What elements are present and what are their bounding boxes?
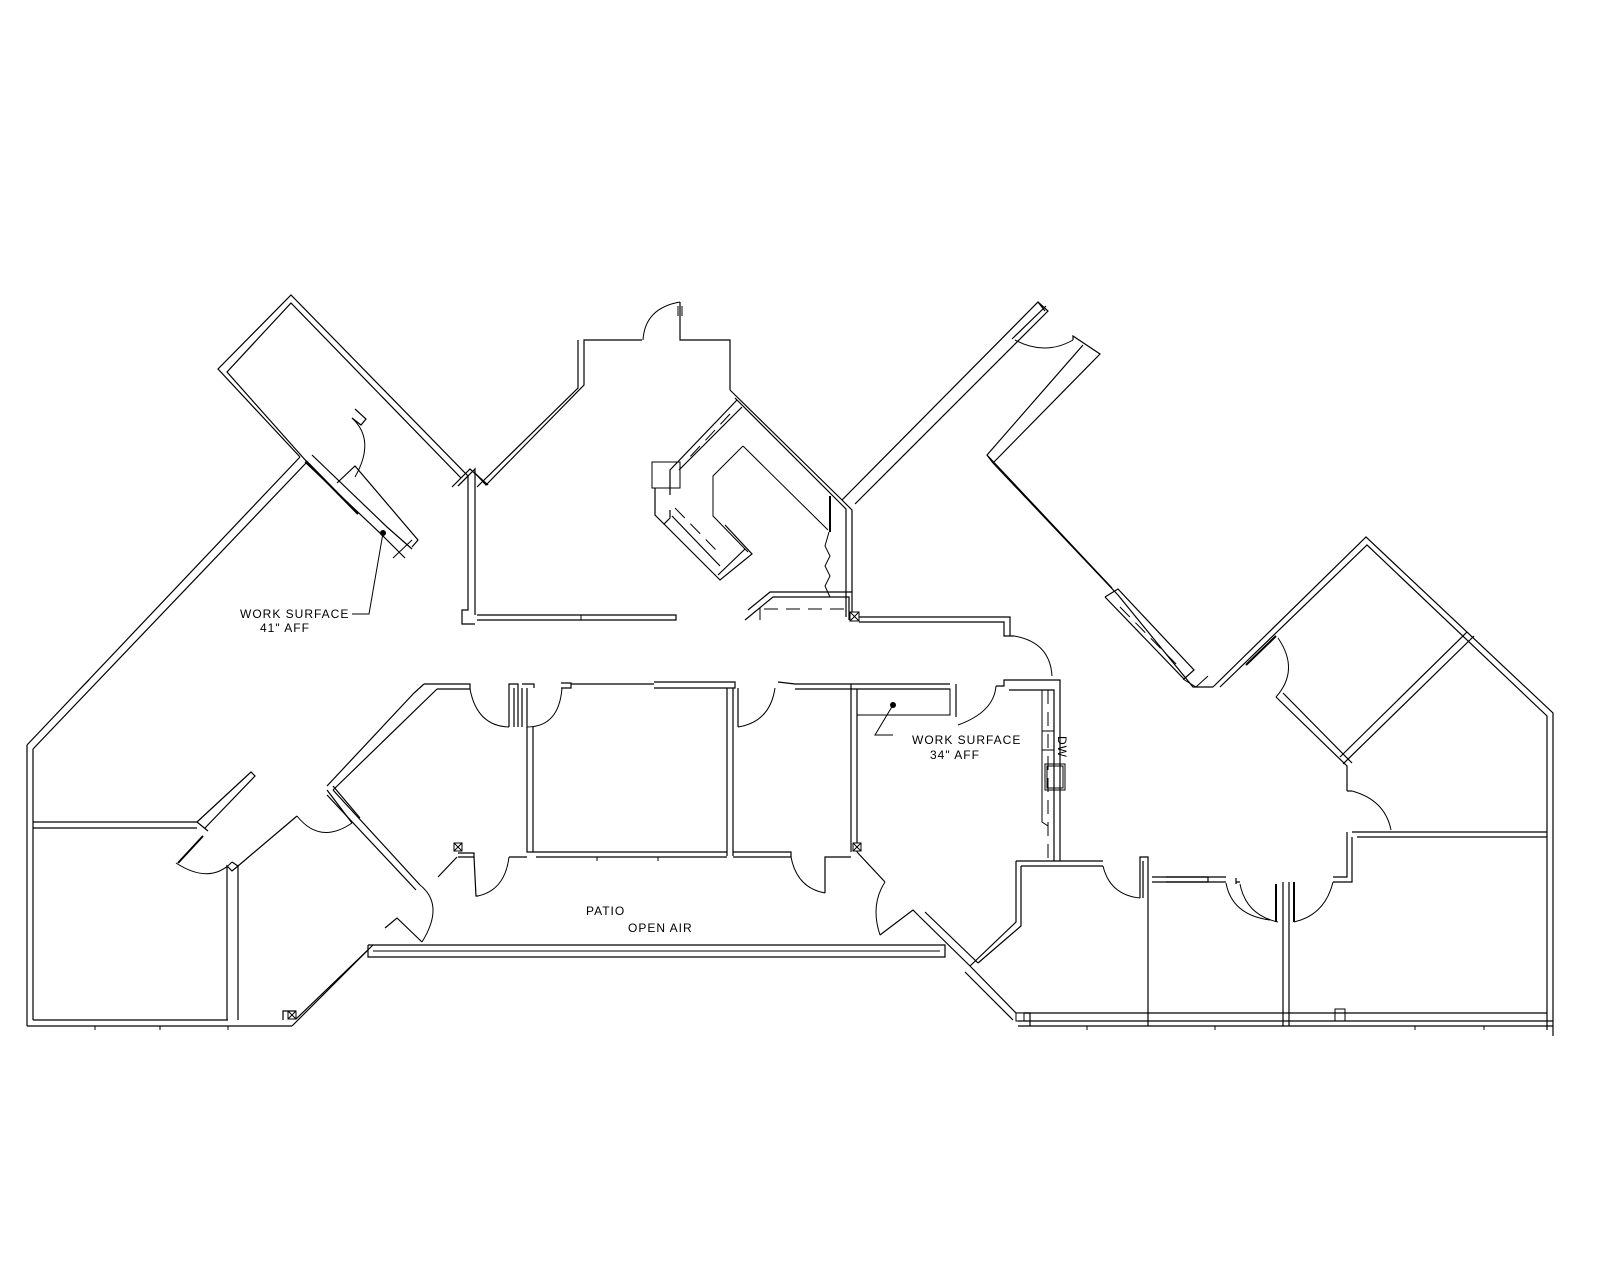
work-surface-41-line2: 41" AFF — [260, 621, 310, 635]
annotation-leaders — [352, 530, 896, 736]
work-surface-41-label: WORK SURFACE 41" AFF — [240, 607, 349, 635]
west-wing-walls — [26, 294, 469, 1030]
northeast-wing-walls — [986, 301, 1213, 688]
north-center-walls — [451, 301, 1053, 677]
dishwasher-label: DW — [1055, 736, 1069, 758]
work-surface-41-line1: WORK SURFACE — [240, 607, 349, 621]
patio-label: PATIO OPEN AIR — [586, 904, 693, 935]
work-surface-34-label: WORK SURFACE 34" AFF — [912, 733, 1021, 762]
south-center-walls — [326, 679, 1066, 967]
work-surface-34-line1: WORK SURFACE — [912, 733, 1021, 747]
patio-line1: PATIO — [586, 904, 625, 918]
southeast-walls — [964, 856, 1553, 1030]
work-surface-34-line2: 34" AFF — [930, 748, 980, 762]
patio-line2: OPEN AIR — [628, 921, 693, 935]
east-wing-walls — [1166, 536, 1554, 1036]
